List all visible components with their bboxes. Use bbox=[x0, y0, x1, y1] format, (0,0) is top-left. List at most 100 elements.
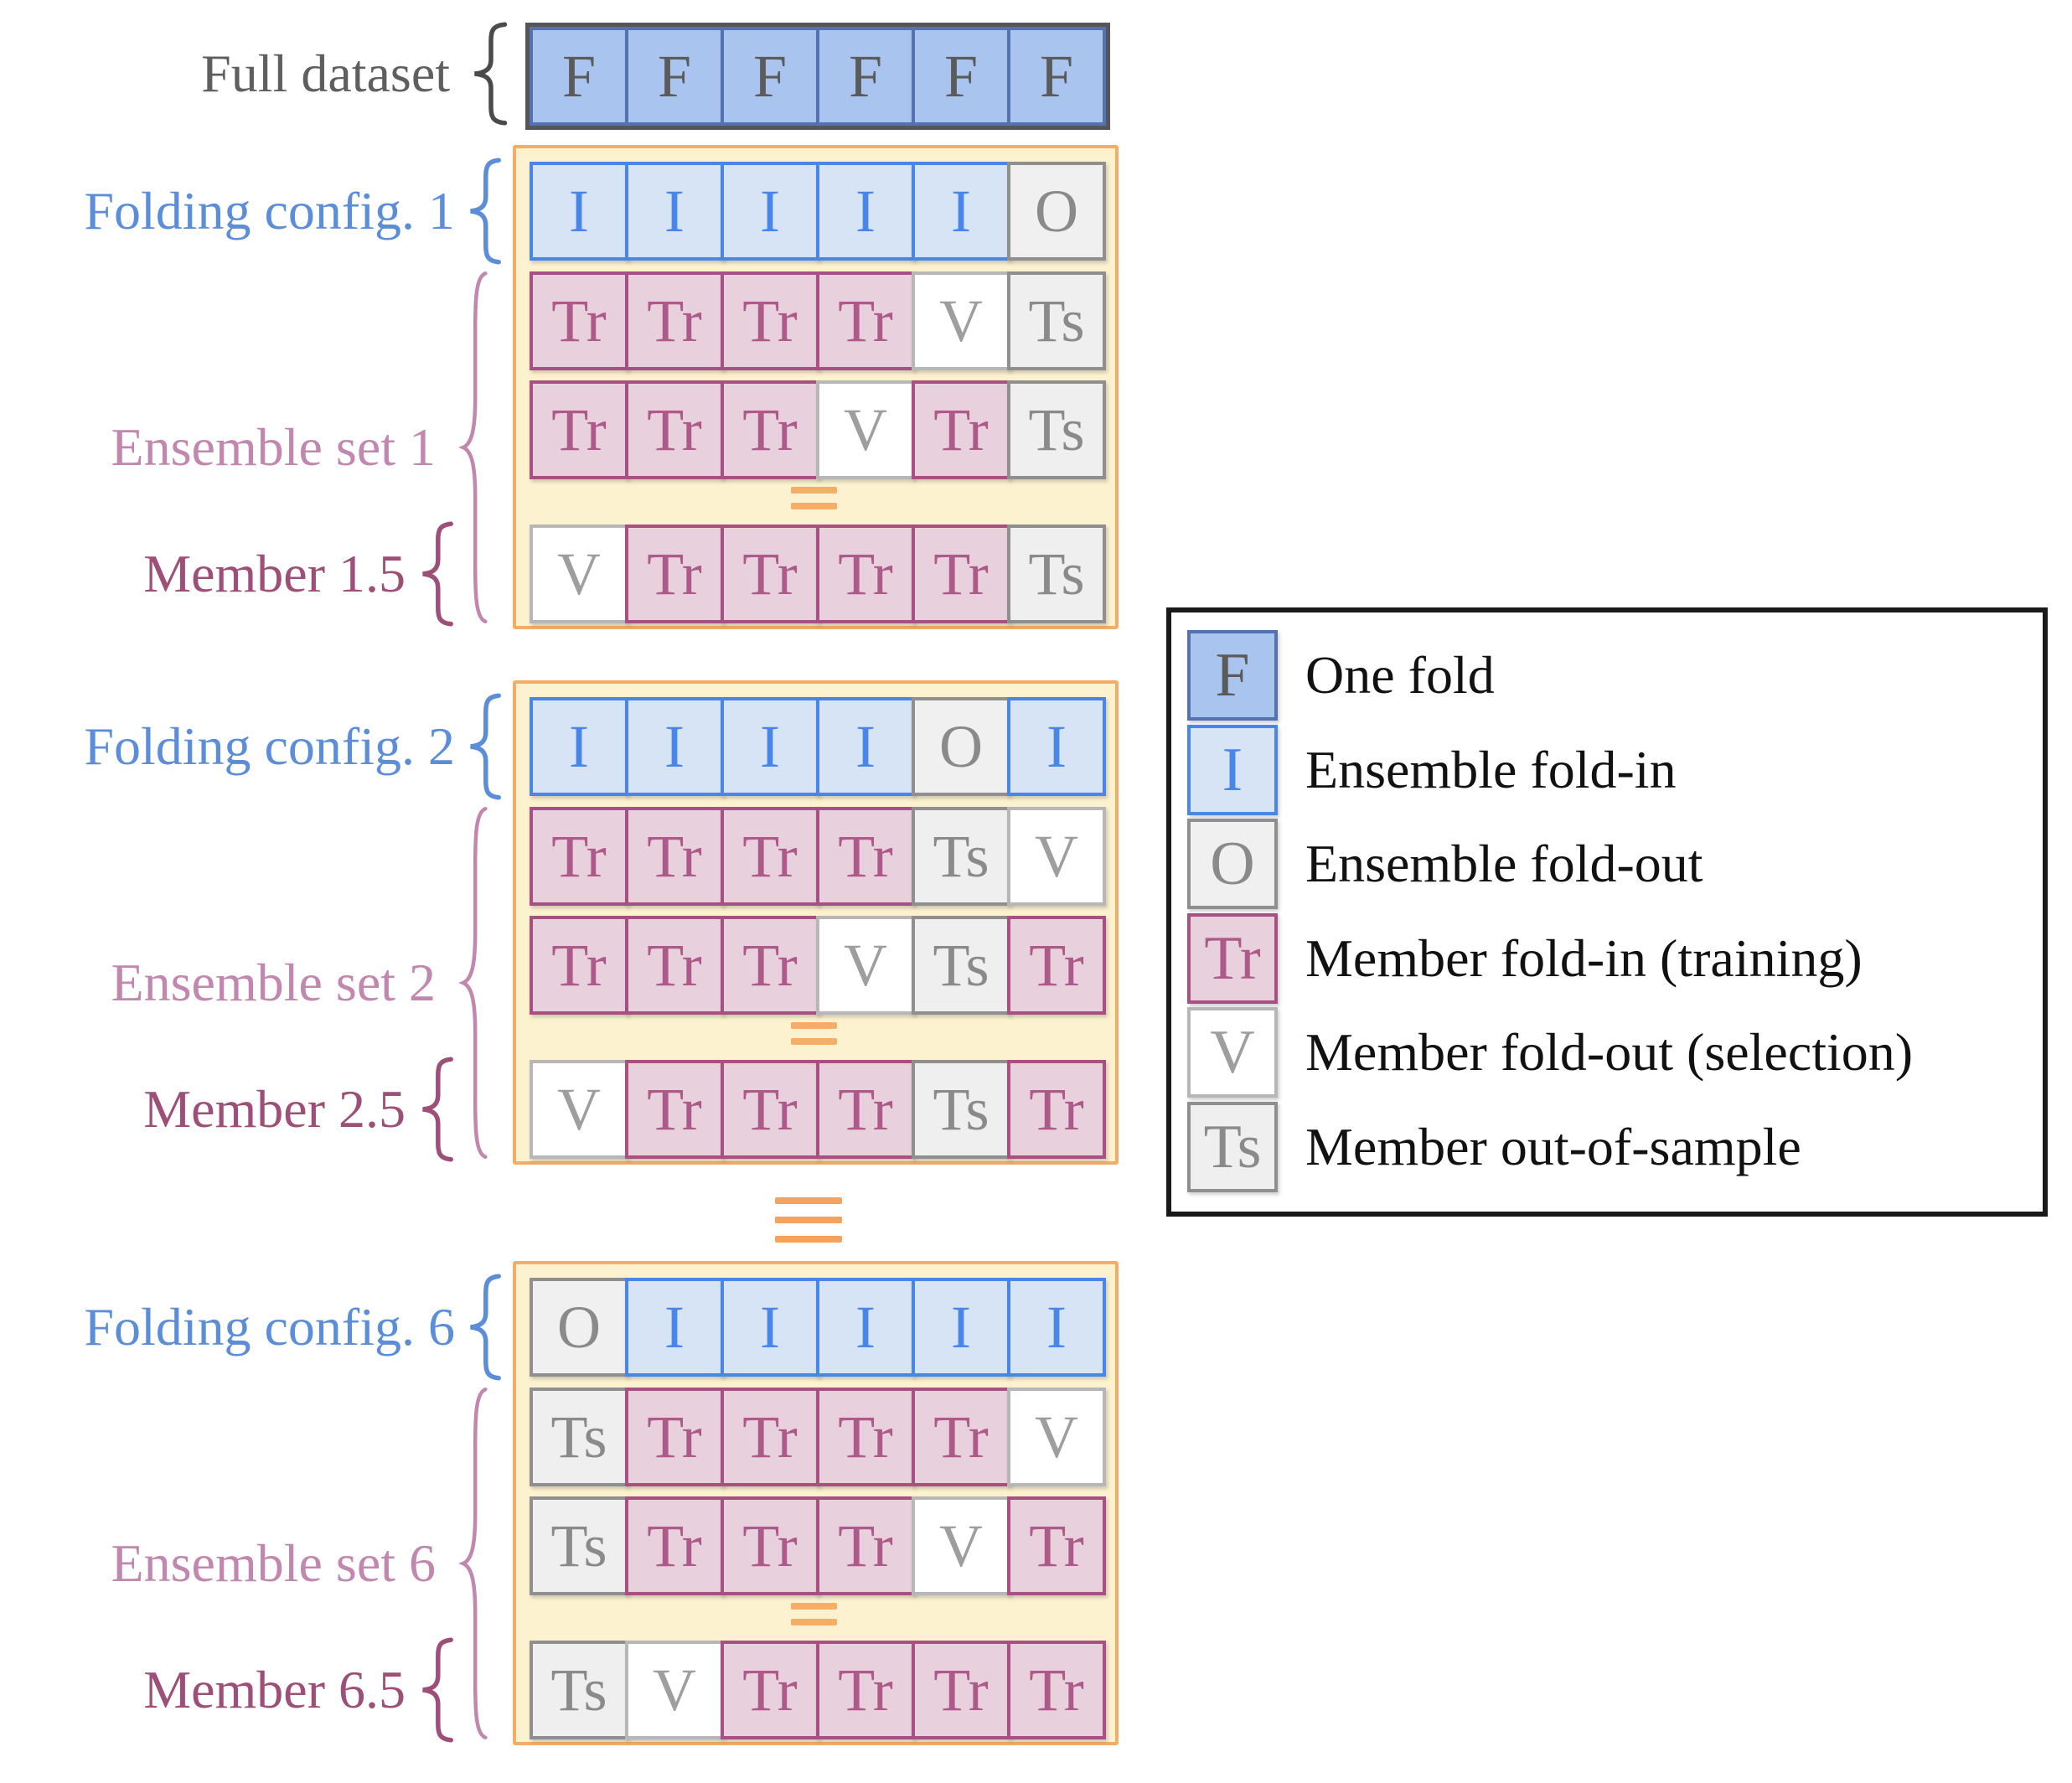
curly-brace-icon bbox=[412, 1639, 459, 1741]
fold-cell-tr: Tr bbox=[625, 1496, 724, 1595]
fold-cell-v: V bbox=[1007, 807, 1106, 906]
fold-cell-i: I bbox=[530, 162, 628, 261]
fold-cell-tr: Tr bbox=[721, 1641, 819, 1739]
fold-cell-i: I bbox=[816, 1278, 915, 1377]
fold-cell-tr: Tr bbox=[816, 1388, 915, 1486]
fold-cell-f: F bbox=[816, 27, 915, 126]
fold-cell-tr: Tr bbox=[721, 807, 819, 906]
fold-cell-ts: Ts bbox=[1007, 380, 1106, 479]
fold-cell-tr: Tr bbox=[721, 525, 819, 623]
folding-config-1-label: Folding config. 1 bbox=[84, 181, 455, 240]
fold-cell-tr: Tr bbox=[816, 525, 915, 623]
curly-brace-icon bbox=[460, 1275, 507, 1379]
ensemble-set-2-label: Ensemble set 2 bbox=[111, 953, 436, 1012]
legend-label: Member out-of-sample bbox=[1305, 1117, 1801, 1176]
fold-cell-tr: Tr bbox=[530, 380, 628, 479]
full-dataset-label: Full dataset bbox=[201, 44, 450, 103]
fold-cell-tr: Tr bbox=[530, 916, 628, 1015]
fold-cell-tr: Tr bbox=[625, 1060, 724, 1159]
fold-cell-ts: Ts bbox=[912, 1060, 1010, 1159]
legend-label: One fold bbox=[1305, 645, 1495, 705]
fold-cell-f: F bbox=[721, 27, 819, 126]
fold-cell-tr: Tr bbox=[625, 271, 724, 370]
fold-cell-tr: Tr bbox=[721, 380, 819, 479]
curly-brace-icon bbox=[455, 1386, 492, 1741]
folding-config-6-label: Folding config. 6 bbox=[84, 1297, 455, 1357]
fold-cell-o: O bbox=[1007, 162, 1106, 261]
fold-cell-o: O bbox=[912, 697, 1010, 796]
fold-cell-v: V bbox=[816, 916, 915, 1015]
fold-cell-tr: Tr bbox=[625, 380, 724, 479]
fold-cell-tr: Tr bbox=[912, 1388, 1010, 1486]
fold-cell-i: I bbox=[530, 697, 628, 796]
fold-cell-o: O bbox=[530, 1278, 628, 1377]
fold-cell-ts: Ts bbox=[530, 1641, 628, 1739]
fold-cell-i: I bbox=[721, 697, 819, 796]
fold-cell-tr: Tr bbox=[721, 916, 819, 1015]
equals-icon bbox=[791, 1603, 837, 1635]
fold-cell-tr: Tr bbox=[912, 525, 1010, 623]
fold-cell-tr: Tr bbox=[816, 1496, 915, 1595]
fold-cell-ts: Ts bbox=[912, 916, 1010, 1015]
fold-cell-tr: Tr bbox=[721, 1496, 819, 1595]
curly-brace-icon bbox=[455, 270, 492, 625]
fold-cell-i: I bbox=[1007, 697, 1106, 796]
member-6-5-label: Member 6.5 bbox=[143, 1660, 406, 1719]
legend-swatch-o: O bbox=[1187, 819, 1278, 909]
fold-cell-v: V bbox=[1007, 1388, 1106, 1486]
fold-cell-v: V bbox=[912, 271, 1010, 370]
curly-brace-icon bbox=[455, 805, 492, 1160]
fold-cell-f: F bbox=[530, 27, 628, 126]
fold-cell-ts: Ts bbox=[1007, 271, 1106, 370]
fold-cell-tr: Tr bbox=[625, 916, 724, 1015]
member-2-5-label: Member 2.5 bbox=[143, 1079, 406, 1139]
curly-brace-icon bbox=[460, 159, 507, 263]
fold-cell-tr: Tr bbox=[1007, 1496, 1106, 1595]
fold-cell-i: I bbox=[625, 162, 724, 261]
fold-cell-i: I bbox=[816, 162, 915, 261]
legend-swatch-f: F bbox=[1187, 630, 1278, 721]
fold-cell-i: I bbox=[625, 1278, 724, 1377]
fold-cell-tr: Tr bbox=[721, 1388, 819, 1486]
fold-cell-v: V bbox=[625, 1641, 724, 1739]
fold-cell-i: I bbox=[721, 1278, 819, 1377]
legend-swatch-i: I bbox=[1187, 725, 1278, 815]
fold-cell-tr: Tr bbox=[721, 1060, 819, 1159]
fold-cell-tr: Tr bbox=[625, 1388, 724, 1486]
fold-cell-tr: Tr bbox=[530, 807, 628, 906]
fold-cell-tr: Tr bbox=[625, 807, 724, 906]
member-1-5-label: Member 1.5 bbox=[143, 544, 406, 603]
fold-cell-tr: Tr bbox=[912, 1641, 1010, 1739]
ensemble-set-1-label: Ensemble set 1 bbox=[111, 417, 436, 477]
folding-config-2-label: Folding config. 2 bbox=[84, 716, 455, 776]
triple-equals-icon bbox=[775, 1197, 842, 1255]
fold-cell-ts: Ts bbox=[912, 807, 1010, 906]
fold-cell-tr: Tr bbox=[1007, 1060, 1106, 1159]
fold-cell-v: V bbox=[912, 1496, 1010, 1595]
fold-cell-tr: Tr bbox=[816, 271, 915, 370]
curly-brace-icon bbox=[463, 23, 514, 124]
fold-cell-f: F bbox=[912, 27, 1010, 126]
equals-icon bbox=[791, 487, 837, 519]
curly-brace-icon bbox=[460, 695, 507, 798]
fold-cell-tr: Tr bbox=[816, 807, 915, 906]
fold-cell-ts: Ts bbox=[530, 1496, 628, 1595]
fold-cell-ts: Ts bbox=[1007, 525, 1106, 623]
legend-label: Member fold-in (training) bbox=[1305, 928, 1863, 988]
